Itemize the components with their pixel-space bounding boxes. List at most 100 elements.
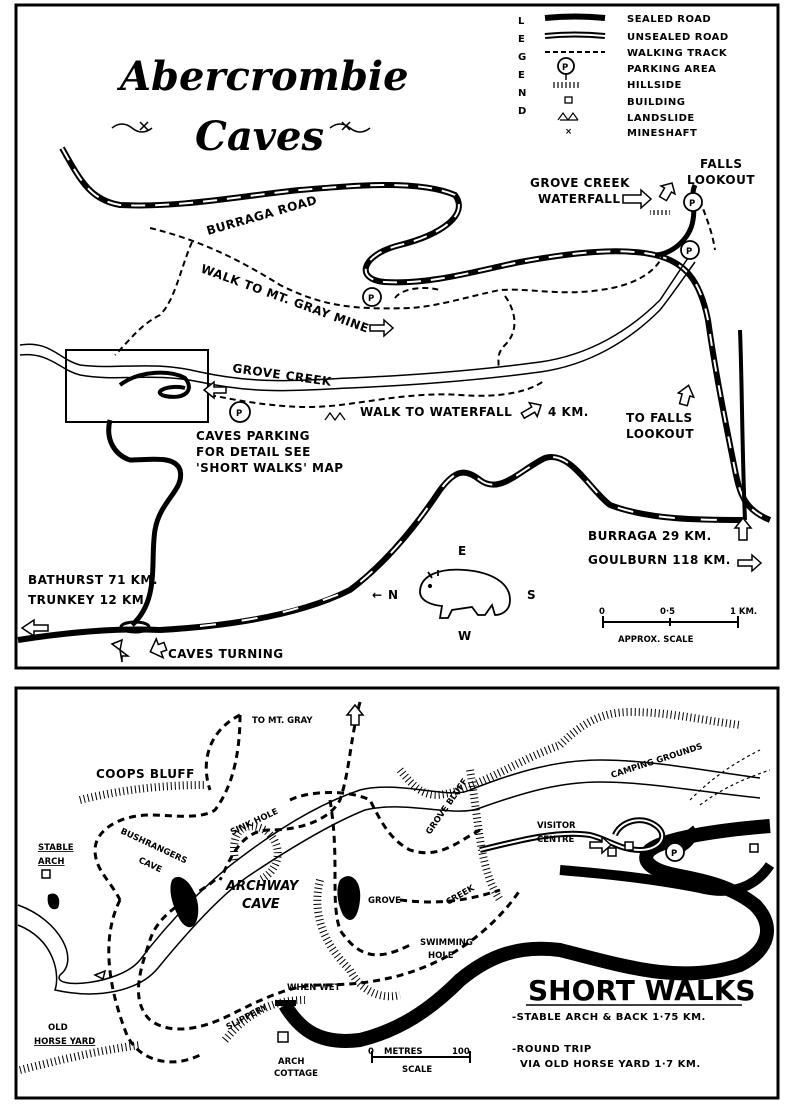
svg-text:P: P xyxy=(671,849,677,859)
archway-cave-shape xyxy=(337,876,361,920)
label-visitor-centre: CENTRE xyxy=(537,835,575,845)
label-walk-waterfall-distance: 4 KM. xyxy=(548,405,589,419)
legend-label: MINESHAFT xyxy=(627,128,697,139)
label-archway-cave: ARCHWAY xyxy=(225,879,300,894)
label-creek: CREEK xyxy=(445,883,477,907)
label-caves-parking: 'SHORT WALKS' MAP xyxy=(196,461,344,475)
scale-unit: METRES xyxy=(384,1047,423,1057)
main-road xyxy=(17,329,747,643)
legend-heading-letter: E xyxy=(518,70,525,81)
legend-label: PARKING AREA xyxy=(627,64,716,75)
label-stable-arch: STABLE xyxy=(38,843,74,853)
compass-north: N xyxy=(388,588,399,602)
legend-hillside-symbol xyxy=(553,82,579,88)
legend-heading: L E G E N D xyxy=(518,16,527,117)
svg-text:P: P xyxy=(368,294,374,304)
short-walks-title: SHORT WALKS xyxy=(528,974,756,1007)
label-swimming-hole: SWIMMING xyxy=(420,938,473,948)
label-walk-mt-gray: WALK TO MT. GRAY MINE xyxy=(199,262,371,336)
parking-icon: P xyxy=(229,401,251,423)
legend: L E G E N D P × SEALED ROAD xyxy=(518,13,728,139)
legend-heading-letter: L xyxy=(518,16,525,27)
parking-icon: P xyxy=(362,287,382,307)
legend-heading-letter: D xyxy=(518,106,527,117)
label-caves-turning: CAVES TURNING xyxy=(168,647,284,661)
scale-caption: APPROX. SCALE xyxy=(618,635,694,645)
parking-icon: P xyxy=(665,842,685,862)
label-swimming-hole: HOLE xyxy=(428,951,454,961)
route-stable-arch: -STABLE ARCH & BACK 1·75 KM. xyxy=(512,1012,706,1023)
legend-mineshaft-icon: × xyxy=(565,127,572,137)
label-goulburn-distance: GOULBURN 118 KM. xyxy=(588,553,731,567)
label-coops-bluff: COOPS BLUFF xyxy=(96,767,195,781)
scale-caption: SCALE xyxy=(402,1065,432,1075)
label-caves-parking: CAVES PARKING xyxy=(196,429,310,443)
east-road xyxy=(654,183,772,523)
legend-parking-icon: P xyxy=(557,57,575,80)
label-to-mt-gray: TO MT. GRAY xyxy=(252,716,313,726)
legend-label: HILLSIDE xyxy=(627,80,682,91)
compass-arrow-icon: ← xyxy=(372,588,383,602)
scale-mid: 0·5 xyxy=(660,607,675,617)
short-walks-scale: 0 METRES 100 SCALE xyxy=(368,1047,471,1075)
label-to-falls-lookout: LOOKOUT xyxy=(626,427,694,441)
legend-landslide-icon xyxy=(557,111,579,122)
label-archway-cave: CAVE xyxy=(242,897,280,912)
stable-arch-shape xyxy=(47,893,60,910)
compass-east: E xyxy=(458,544,467,558)
label-burraga-distance: BURRAGA 29 KM. xyxy=(588,529,712,543)
compass-south: S xyxy=(527,588,536,602)
area-map-frame xyxy=(14,3,780,670)
legend-heading-letter: G xyxy=(518,52,527,63)
legend-label: BUILDING xyxy=(627,97,685,108)
label-walk-waterfall: WALK TO WATERFALL xyxy=(360,405,512,419)
caves-road xyxy=(106,419,184,634)
route-round-trip-detail: VIA OLD HORSE YARD 1·7 KM. xyxy=(520,1059,701,1070)
short-walks-map: P TO MT. GRAY COOPS BLUFF STABLE ARCH BU… xyxy=(14,686,780,1100)
bushrangers-cave-shape xyxy=(170,876,199,928)
label-bushrangers-cave: BUSHRANGERS xyxy=(119,827,189,867)
building-icon xyxy=(41,841,759,1043)
legend-label: LANDSLIDE xyxy=(627,113,695,124)
svg-text:P: P xyxy=(236,409,242,419)
route-round-trip: -ROUND TRIP xyxy=(512,1044,592,1055)
scale-max: 100 xyxy=(452,1047,470,1057)
title-flourish-icon xyxy=(111,121,371,133)
label-to-falls-lookout: TO FALLS xyxy=(626,411,693,425)
legend-unsealed-road-symbol xyxy=(544,31,606,39)
label-when-wet: WHEN WET xyxy=(287,983,341,993)
arrow-icon xyxy=(93,703,613,981)
label-visitor-centre: VISITOR xyxy=(537,821,576,831)
label-falls-lookout: FALLS xyxy=(700,157,743,171)
label-old-horse-yard: OLD xyxy=(48,1023,68,1033)
svg-text:P: P xyxy=(562,63,568,73)
label-arch-cottage: COTTAGE xyxy=(274,1069,318,1079)
compass: E ← N S W xyxy=(372,544,536,643)
svg-text:P: P xyxy=(689,199,695,209)
label-trunkey-distance: TRUNKEY 12 KM. xyxy=(28,593,149,607)
hillside-symbol xyxy=(650,210,670,215)
label-old-horse-yard: HORSE YARD xyxy=(34,1037,95,1047)
legend-sealed-road-symbol xyxy=(544,13,606,21)
label-bushrangers-cave: CAVE xyxy=(137,856,164,876)
label-caves-parking: FOR DETAIL SEE xyxy=(196,445,311,459)
svg-text:P: P xyxy=(686,247,692,257)
scale-max: 1 KM. xyxy=(730,607,757,617)
short-walks-frame xyxy=(14,686,780,1100)
burraga-road xyxy=(59,146,656,286)
legend-label: WALKING TRACK xyxy=(627,48,728,59)
legend-building-icon xyxy=(564,96,573,104)
label-arch-cottage: ARCH xyxy=(278,1057,304,1067)
wombat-icon xyxy=(419,568,511,619)
short-walks-unsealed-road xyxy=(479,817,666,854)
label-grove-bluff: GROVE BLUFF xyxy=(424,777,470,837)
label-grove: GROVE xyxy=(368,896,401,906)
area-map: Abercrombie Caves L E G E N D xyxy=(14,3,780,670)
landslide-icon xyxy=(324,411,346,422)
label-bathurst-distance: BATHURST 71 KM. xyxy=(28,573,158,587)
legend-heading-letter: N xyxy=(518,88,527,99)
parking-icon: P xyxy=(683,192,703,212)
label-stable-arch: ARCH xyxy=(38,857,64,867)
legend-label: SEALED ROAD xyxy=(627,14,711,25)
